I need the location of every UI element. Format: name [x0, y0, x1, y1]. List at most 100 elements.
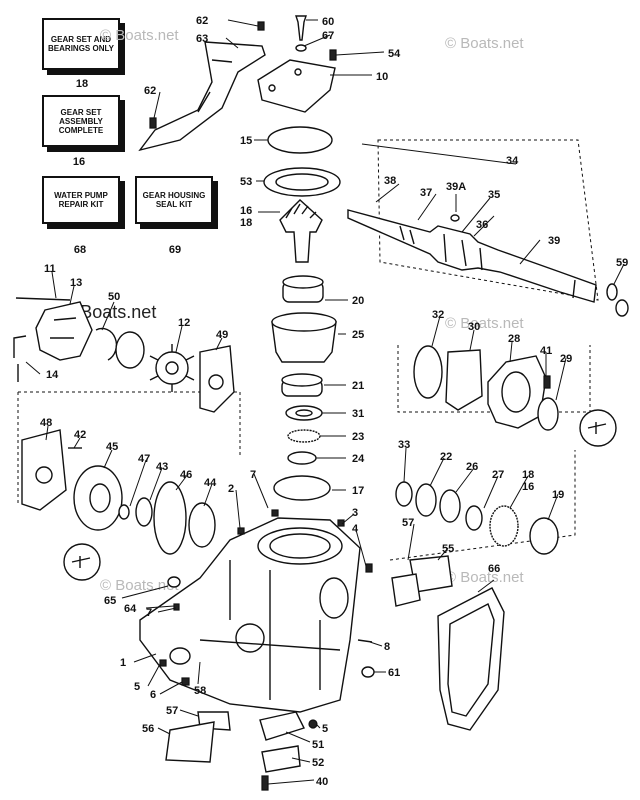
- part-label: 33: [398, 439, 410, 451]
- anode-part: [261, 745, 301, 773]
- part-label: 21: [352, 380, 364, 392]
- pinion-gear-part: [279, 199, 323, 263]
- gasket-part: [437, 587, 505, 731]
- o-ring-part: [413, 345, 443, 399]
- screw-part: [149, 117, 157, 129]
- watermark: © Boats.net: [445, 315, 524, 332]
- plug-part: [167, 576, 181, 588]
- housing-port: [169, 647, 191, 665]
- plug-part: [173, 603, 180, 611]
- part-label: 26: [466, 461, 478, 473]
- pin-part: [357, 639, 373, 643]
- cover-plate-part: [257, 59, 336, 113]
- group-outline-propshaft: [377, 139, 599, 301]
- part-label: 36: [476, 219, 488, 231]
- kit-number: 18: [75, 78, 89, 90]
- plug-part: [271, 509, 279, 517]
- screw-part: [257, 21, 265, 31]
- watermark: © Boats.net: [445, 35, 524, 52]
- kit-number: 16: [72, 156, 86, 168]
- lubricant-icon-glyph: [71, 422, 607, 568]
- plate-part: [165, 721, 215, 763]
- part-label: 45: [106, 441, 118, 453]
- part-label: 27: [492, 469, 504, 481]
- part-label: 16: [240, 205, 252, 217]
- part-label: 3: [352, 507, 358, 519]
- cover-plate-hole: [294, 68, 302, 76]
- part-label: 24: [352, 453, 365, 465]
- lubricant-reference-icon: [63, 543, 101, 581]
- screw-part: [295, 15, 307, 41]
- part-label: 40: [316, 776, 328, 788]
- part-label: 38: [384, 175, 396, 187]
- pump-plate-part: [199, 345, 235, 413]
- part-label: 5: [134, 681, 140, 693]
- kit-box-gear-housing-seal: GEAR HOUSING SEAL KIT: [135, 176, 213, 224]
- part-label: 23: [352, 431, 364, 443]
- part-label: 11: [44, 263, 56, 275]
- part-label: 46: [180, 469, 192, 481]
- bearing-part: [439, 489, 461, 523]
- part-label: 44: [204, 477, 217, 489]
- part-label: 8: [384, 641, 390, 653]
- part-label: 22: [440, 451, 452, 463]
- kit-box-water-pump: WATER PUMP REPAIR KIT: [42, 176, 120, 224]
- o-ring-part: [267, 126, 333, 154]
- part-label: 25: [352, 329, 364, 341]
- part-label: 18: [240, 217, 252, 229]
- part-label: 13: [70, 277, 82, 289]
- group-outline-forward-gear: [389, 450, 576, 561]
- kit-box-text: GEAR SET ASSEMBLY COMPLETE: [58, 107, 104, 135]
- part-label: 66: [488, 563, 500, 575]
- part-label: 56: [142, 723, 154, 735]
- housing-opening: [235, 623, 265, 653]
- bearing-top: [281, 373, 323, 387]
- part-label: 15: [240, 135, 252, 147]
- plate-hole: [208, 374, 224, 390]
- part-label: 4: [352, 523, 359, 535]
- gasket-part: [391, 573, 421, 607]
- part-label: 12: [178, 317, 190, 329]
- part-label: 48: [40, 417, 52, 429]
- pin-part: [450, 214, 460, 222]
- plug-part: [159, 659, 167, 667]
- o-ring-part: [135, 497, 153, 527]
- part-label: 49: [216, 329, 228, 341]
- forward-gear-part: [489, 505, 519, 547]
- gasket-part: [21, 429, 67, 511]
- part-label: 57: [166, 705, 178, 717]
- lock-washer-part: [287, 429, 321, 443]
- plug-part: [181, 677, 190, 686]
- kit-box-gear-set-bearings: GEAR SET AND BEARINGS ONLY: [42, 18, 120, 70]
- gasket-part: [259, 711, 305, 741]
- part-label: 19: [552, 489, 564, 501]
- washer-part: [285, 405, 323, 421]
- part-label: 62: [144, 85, 156, 97]
- part-label: 63: [196, 33, 208, 45]
- watermark: © Boats.net: [100, 577, 179, 594]
- liner-part: [95, 327, 118, 361]
- o-ring-part: [273, 475, 331, 501]
- part-label: 58: [194, 685, 206, 697]
- part-label: 16: [522, 481, 534, 493]
- part-label: 17: [352, 485, 364, 497]
- part-label: 14: [46, 369, 59, 381]
- bearing-part: [529, 517, 559, 555]
- gasket-inner: [447, 603, 495, 717]
- plate-part: [188, 502, 216, 548]
- part-label: 67: [322, 30, 334, 42]
- part-label: 39: [548, 235, 560, 247]
- housing-detail: [199, 560, 341, 700]
- part-label: 47: [138, 453, 150, 465]
- seal-part: [537, 397, 559, 431]
- lubricant-reference-icon: [579, 409, 617, 447]
- plug-part: [308, 719, 318, 729]
- kit-box-text: GEAR HOUSING SEAL KIT: [142, 191, 206, 209]
- part-label: 35: [488, 189, 500, 201]
- part-label: 2: [228, 483, 234, 495]
- watermark: © Boats.net: [445, 569, 524, 586]
- part-label: 54: [388, 48, 401, 60]
- gasket-part: [445, 349, 483, 411]
- part-label: 41: [540, 345, 552, 357]
